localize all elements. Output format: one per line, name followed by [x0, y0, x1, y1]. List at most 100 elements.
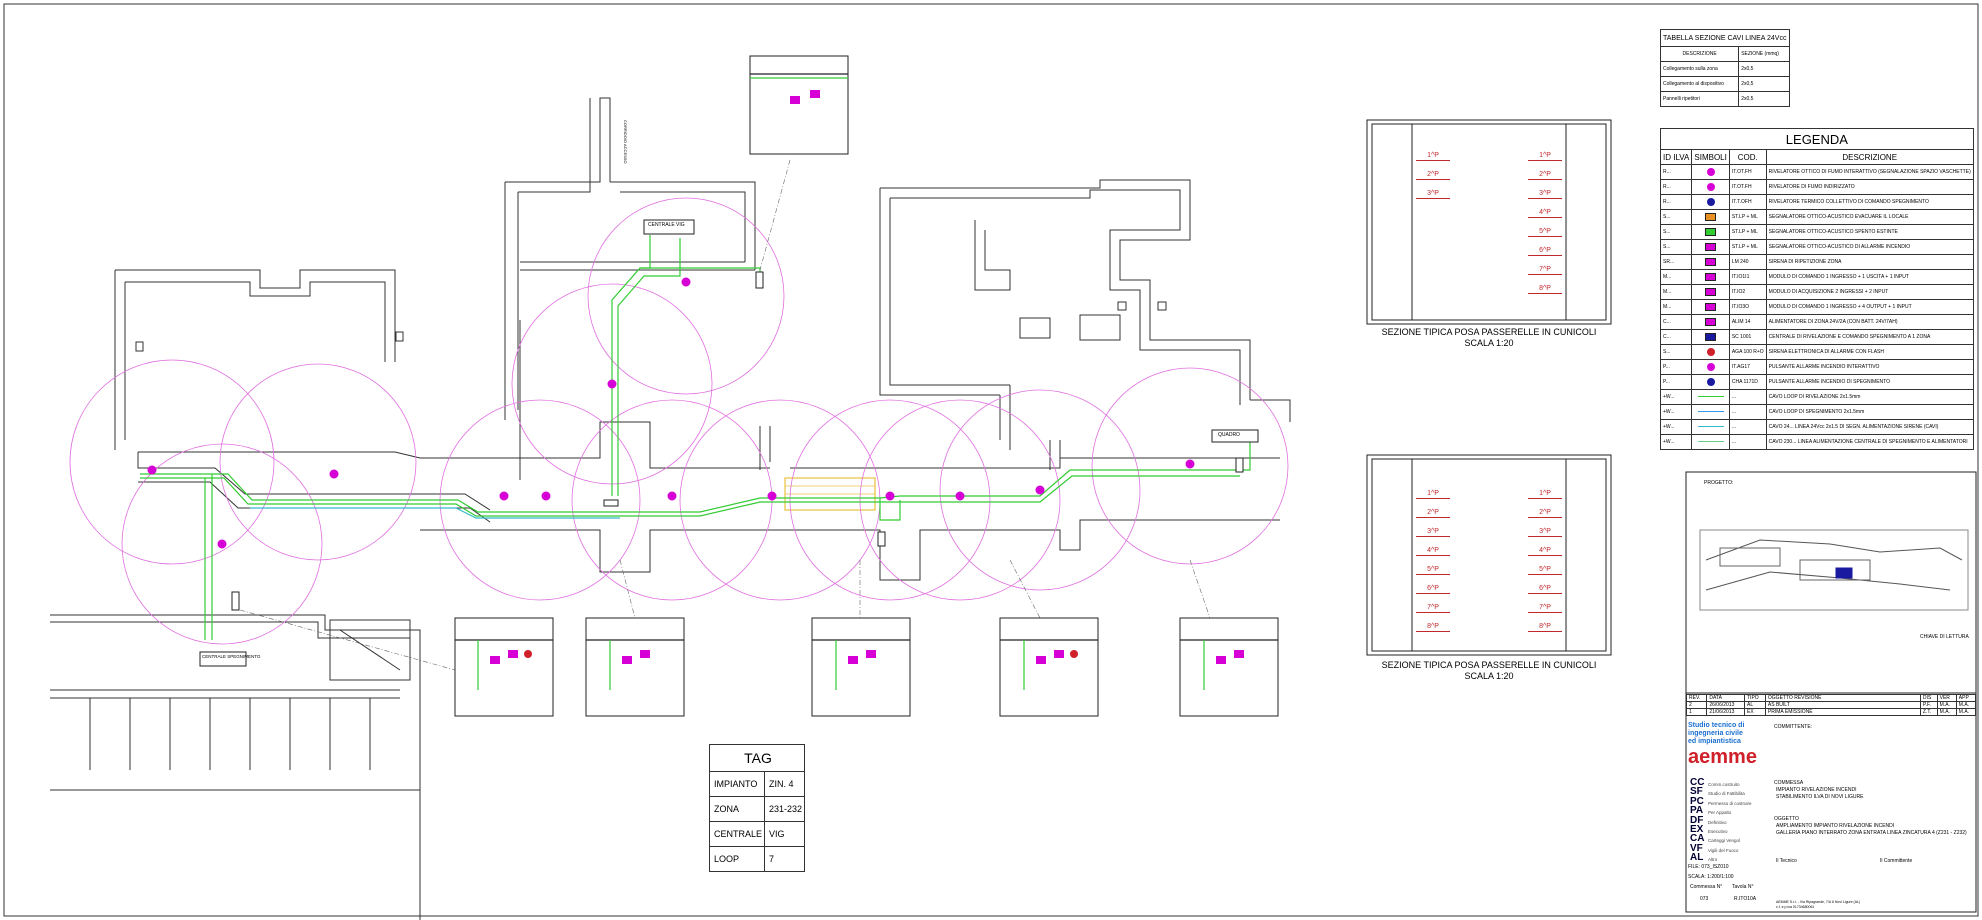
box-green-icon: [1705, 228, 1717, 236]
tag-value: 7: [764, 846, 806, 872]
legend-symbol: [1691, 209, 1730, 225]
legend-cod: IT.IO2: [1728, 284, 1767, 300]
approval-code: DF: [1690, 814, 1704, 826]
rev-header: REV.: [1685, 694, 1708, 702]
passerella-label: 3^P: [1416, 190, 1450, 199]
cable-table-header-sez: SEZIONE (mmq): [1738, 46, 1790, 62]
detectors: [147, 277, 1195, 549]
legend-cod: IT.OT.FH: [1728, 179, 1767, 195]
legend-id: C...: [1659, 314, 1693, 330]
tag-value: 231-232: [764, 796, 806, 822]
legend-cod: IT.AG17: [1728, 359, 1767, 375]
cable-table-cell: 2x0,5: [1738, 76, 1790, 92]
label-control-top: CENTRALE VIG: [648, 222, 685, 228]
legend-desc: SIRENA ELETTRONICA DI ALLARME CON FLASH: [1765, 344, 1974, 360]
cable-table-cell: Pannelli ripetitori: [1659, 91, 1740, 107]
passerella-label: 3^P: [1528, 528, 1562, 537]
commessa-line1: IMPIANTO RIVELAZIONE INCENDI: [1776, 787, 1857, 793]
legend-cod: ST.LP + ML: [1728, 239, 1767, 255]
approval-code-desc: Vigili del Fuoco: [1708, 847, 1739, 853]
box-magenta-icon: [1705, 303, 1717, 311]
cable-table-header-desc: DESCRIZIONE: [1659, 46, 1740, 62]
legend-desc: ALIMENTATORE DI ZONA 24V/2A (CON BATT. 2…: [1765, 314, 1974, 330]
coverage-circles: [69, 197, 1289, 645]
legend-id: SR...: [1659, 254, 1693, 270]
legend-id: S...: [1659, 344, 1693, 360]
revision-table: REV. DATA TIPO OGGETTO REVISIONE DIS VER…: [1685, 694, 1977, 716]
junction-boxes: [199, 219, 1259, 667]
legend-symbol: [1691, 404, 1730, 420]
legend-symbol: [1691, 179, 1730, 195]
tag-value: VIG: [764, 821, 806, 847]
oggetto-line2: GALLERIA PIANO INTERRATO ZONA ENTRATA LI…: [1776, 830, 1967, 836]
legend-id: S...: [1659, 209, 1693, 225]
legend-row: +W......CAVO 230... LINEA ALIMENTAZIONE …: [1659, 434, 1974, 450]
tag-value: ZIN. 4: [764, 771, 806, 797]
legend-id: +W...: [1659, 419, 1693, 435]
rev-cell: M.A.: [1955, 701, 1977, 709]
legend-symbol: [1691, 254, 1730, 270]
passerella-label: 3^P: [1528, 190, 1562, 199]
passerella-label: 8^P: [1528, 623, 1562, 632]
line-icon: [1697, 426, 1724, 428]
rev-cell: AL: [1744, 701, 1766, 709]
legend-header: COD.: [1728, 149, 1767, 165]
passerella-label: 7^P: [1528, 266, 1562, 275]
committente-label: COMMITTENTE:: [1774, 724, 1813, 730]
passerella-label: 8^P: [1416, 623, 1450, 632]
legend-cod: ST.LP + ML: [1728, 209, 1767, 225]
studio-line1: Studio tecnico di: [1688, 722, 1745, 729]
legend-desc: MODULO DI COMANDO 1 INGRESSO + 4 OUTPUT …: [1765, 299, 1974, 315]
line-icon: [1697, 396, 1724, 398]
tag-key: ZONA: [708, 796, 766, 822]
legend-symbol: [1691, 434, 1730, 450]
box-magenta-icon: [1705, 288, 1717, 296]
legend-cod: ST.LP + ML: [1728, 224, 1767, 240]
passerella-label: 8^P: [1528, 285, 1562, 294]
passerella-label: 2^P: [1528, 509, 1562, 518]
passerella-label: 6^P: [1416, 585, 1450, 594]
legend-cod: SC 1001: [1728, 329, 1767, 345]
rev-cell: EX: [1744, 708, 1766, 716]
legend-desc: RIVELATORE TERMICO COLLETTIVO DI COMANDO…: [1765, 194, 1974, 210]
legend-id: S...: [1659, 224, 1693, 240]
passerella-label: 4^P: [1528, 209, 1562, 218]
tecnico-label: Il Tecnico: [1776, 858, 1797, 864]
legend-desc: CAVO LOOP DI SPEGNIMENTO 2x1.5mm: [1765, 404, 1974, 420]
legend-symbol: [1691, 284, 1730, 300]
rev-cell: 21/06/2013: [1706, 708, 1745, 716]
button-icon: [1706, 363, 1715, 371]
key-map-label: CHIAVE DI LETTURA: [1920, 634, 1969, 640]
rev-header: DIS: [1919, 694, 1938, 702]
star-detector-icon: [1706, 183, 1715, 191]
detail-box-contents: [455, 73, 1278, 690]
tavola-n: R.ITO10A: [1734, 896, 1757, 902]
rev-cell: M.A.: [1936, 701, 1957, 709]
legend-header: SIMBOLI: [1691, 149, 1730, 165]
legend-table: LEGENDA ID ILVA SIMBOLI COD. DESCRIZIONE…: [1659, 128, 1974, 450]
sheet-border: [3, 3, 1979, 917]
legend-id: C...: [1659, 329, 1693, 345]
legend-id: S...: [1659, 239, 1693, 255]
passerella-label: 7^P: [1528, 604, 1562, 613]
passerella-label: 5^P: [1528, 566, 1562, 575]
legend-id: P...: [1659, 359, 1693, 375]
address-line2: c.f. e p.iva 01734680061: [1776, 905, 1815, 909]
passerella-label: 1^P: [1528, 152, 1562, 161]
cable-table-cell: Collegamento al dispositivo: [1659, 76, 1740, 92]
commessa-n: 073: [1700, 896, 1709, 902]
